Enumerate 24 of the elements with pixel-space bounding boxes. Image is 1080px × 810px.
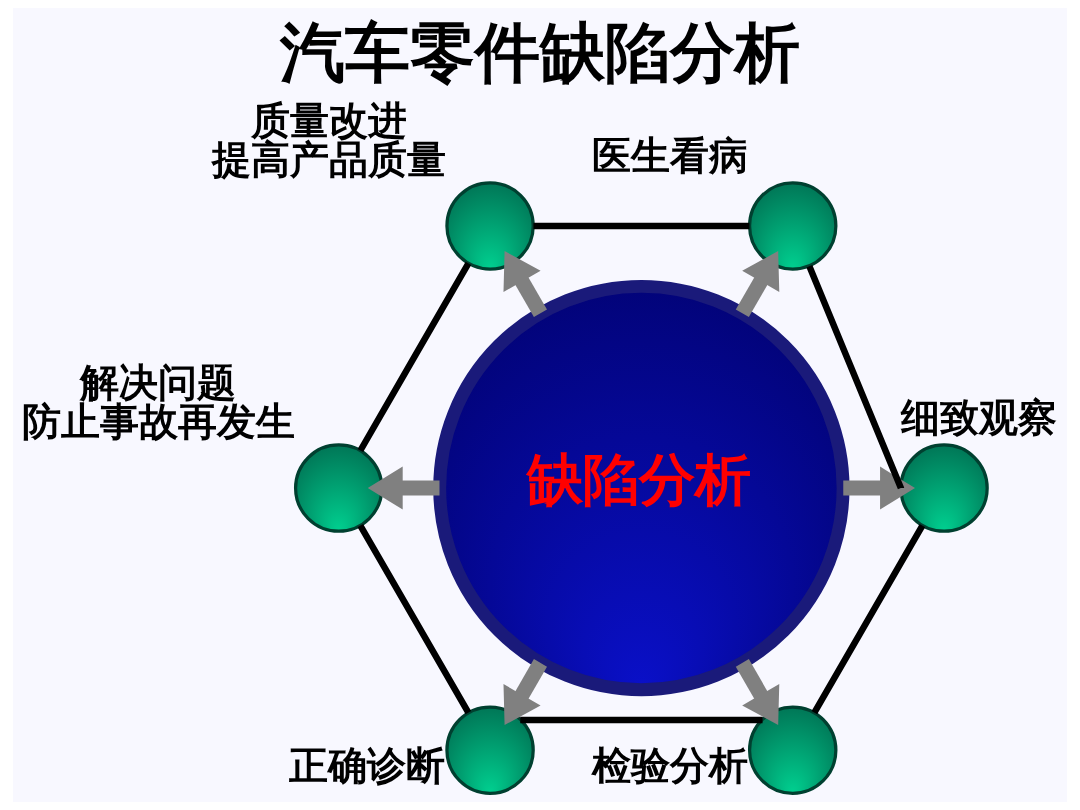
arrow [367, 466, 440, 510]
node-circle [747, 705, 838, 795]
arrow [843, 466, 915, 510]
connector [357, 523, 472, 715]
node-label: 医生看病 [592, 132, 749, 178]
node-circle [293, 443, 384, 533]
arrow [503, 659, 547, 725]
connector [811, 524, 926, 715]
connector [357, 261, 472, 453]
connector [533, 222, 750, 230]
node-label: 正确诊断 [289, 743, 446, 789]
arrow [503, 251, 547, 317]
node-circle [747, 181, 838, 271]
connector [806, 265, 904, 490]
node-circle [899, 443, 989, 533]
node-label: 检验分析 [592, 743, 749, 789]
node-circle [445, 181, 535, 271]
node-circle [445, 705, 535, 795]
node-label: 细致观察 [900, 394, 1057, 440]
connector [520, 716, 763, 724]
diagram-title: 汽车零件缺陷分析 [280, 14, 801, 90]
arrow [735, 659, 780, 725]
arrow [735, 251, 780, 317]
node-circle: 缺陷分析 [433, 279, 850, 697]
